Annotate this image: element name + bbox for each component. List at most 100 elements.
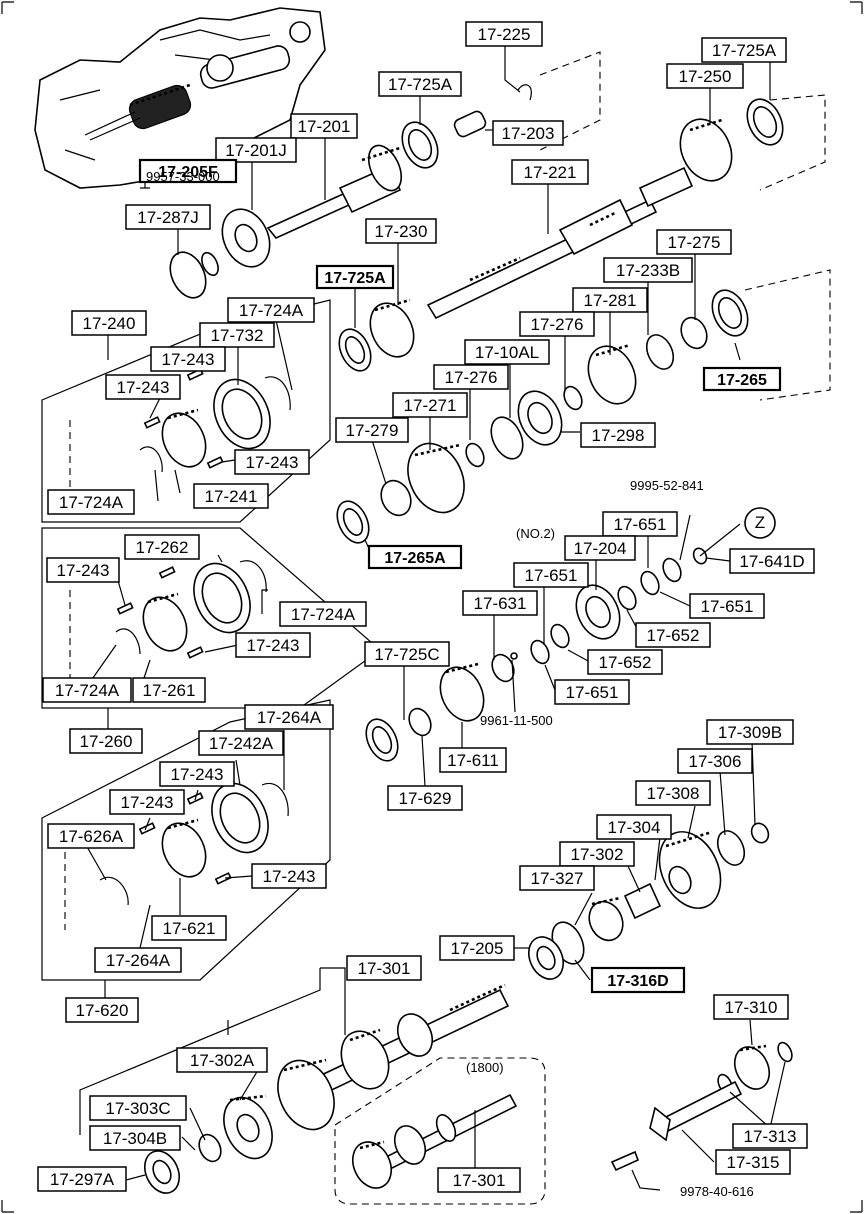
label-17-243-b-text: 17-243 [117,378,170,397]
label-1800: (1800) [466,1060,504,1075]
label-17-724a-b-box [47,489,135,515]
label-17-261: 17-261 [132,677,206,703]
label-17-275-box [656,229,732,255]
label-17-276-a-text: 17-276 [531,315,584,334]
label-17-264a-a-text: 17-264A [257,708,322,727]
label-17-327-box [519,865,595,891]
label-17-621-text: 17-621 [163,919,216,938]
label-17-308: 17-308 [635,780,711,806]
label-17-301-a-box [346,955,422,981]
label-17-260-box [69,728,143,754]
label-17-201j-box [215,137,297,163]
label-17-309b-text: 17-309B [718,723,782,742]
label-17-302a: 17-302A [176,1047,268,1073]
label-17-315: 17-315 [715,1149,791,1175]
label-17-265a: 17-265A [367,544,463,570]
label-17-724a-c: 17-724A [279,601,367,627]
label-17-620-box [65,997,139,1023]
label-17-641d-box [729,548,815,574]
label-17-230-box [365,218,437,244]
label-17-651-d-text: 17-651 [566,683,619,702]
countershaft-gears [527,822,770,980]
label-17-732: 17-732 [199,322,275,348]
label-17-221: 17-221 [511,159,589,185]
label-17-250: 17-250 [666,63,744,89]
label-17-287j-text: 17-287J [137,208,198,227]
label-17-10al-text: 17-10AL [475,343,539,362]
label-9995-52-841-text: 9995-52-841 [630,478,704,493]
label-17-243-d-box [46,557,120,583]
label-17-304: 17-304 [596,814,672,840]
label-17-732-text: 17-732 [211,326,264,345]
label-17-287j-box [125,204,211,230]
label-17-201j-text: 17-201J [225,141,286,160]
transmission-case-illustration [34,7,326,189]
label-17-327-text: 17-327 [531,869,584,888]
label-9957-33-000-text: 9957-33-000 [146,169,220,184]
label-17-264a-b-text: 17-264A [106,951,171,970]
label-17-297a: 17-297A [37,1166,127,1192]
label-17-204: 17-204 [564,535,636,561]
main-shaft-17-221 [426,166,694,320]
label-17-626a-text: 17-626A [59,827,124,846]
label-17-304b: 17-304B [89,1125,181,1151]
label-17-243-g: 17-243 [109,789,185,815]
label-17-233b-box [603,257,693,283]
label-17-316d-text: 17-316D [607,973,668,990]
label-17-298-text: 17-298 [592,426,645,445]
label-17-724a-b-text: 17-724A [59,493,124,512]
label-17-225-box [465,21,543,47]
label-9978-40-616: 9978-40-616 [680,1184,754,1199]
label-17-221-text: 17-221 [524,163,577,182]
label-17-308-box [635,780,711,806]
label-17-651-a-text: 17-651 [614,515,667,534]
label-17-298-box [580,422,656,448]
label-no2: (NO.2) [516,526,555,541]
counter-shaft-17-301 [277,983,510,1131]
label-17-651-d-box [554,679,630,705]
label-17-327: 17-327 [519,865,595,891]
label-17-265-text: 17-265 [717,372,767,389]
input-shaft-17-201 [169,144,403,299]
label-17-279: 17-279 [335,417,409,443]
label-17-243-f: 17-243 [159,761,235,787]
label-17-281-box [572,287,648,313]
gears-17-230 [338,298,415,372]
label-17-725a-a-box [378,71,462,97]
label-17-241-text: 17-241 [205,487,258,506]
label-17-262: 17-262 [124,534,200,560]
label-17-205: 17-205 [439,935,515,961]
label-17-204-text: 17-204 [574,539,627,558]
label-17-264a-b-box [94,947,182,973]
label-17-276-b-text: 17-276 [445,368,498,387]
label-17-205f: 17-205F [138,158,238,184]
label-17-631: 17-631 [462,590,538,616]
label-17-652-a-text: 17-652 [647,626,700,645]
label-17-302-text: 17-302 [571,845,624,864]
label-17-304-box [596,814,672,840]
label-17-225: 17-225 [465,21,543,47]
label-17-306-text: 17-306 [689,752,742,771]
label-17-262-box [124,534,200,560]
label-17-302: 17-302 [559,841,635,867]
label-17-265-box [702,366,782,392]
reverse-idler-17-310 [610,1041,793,1172]
label-17-201-box [290,113,358,139]
label-17-10al: 17-10AL [464,339,550,365]
label-17-243-c-box [234,449,310,475]
label-17-303c-text: 17-303C [105,1099,170,1118]
label-17-651-d: 17-651 [554,679,630,705]
label-17-243-f-box [159,761,235,787]
label-17-302a-text: 17-302A [190,1051,255,1070]
label-17-203-box [492,120,564,146]
label-17-629-box [387,785,463,811]
label-17-629: 17-629 [387,785,463,811]
label-17-611-text: 17-611 [447,751,499,770]
label-17-313-text: 17-313 [744,1127,797,1146]
label-17-279-box [335,417,409,443]
label-17-724a-a: 17-724A [227,297,315,323]
label-17-264a-a-box [244,704,334,730]
label-17-276-b-box [433,364,509,390]
label-17-652-a: 17-652 [635,622,711,648]
